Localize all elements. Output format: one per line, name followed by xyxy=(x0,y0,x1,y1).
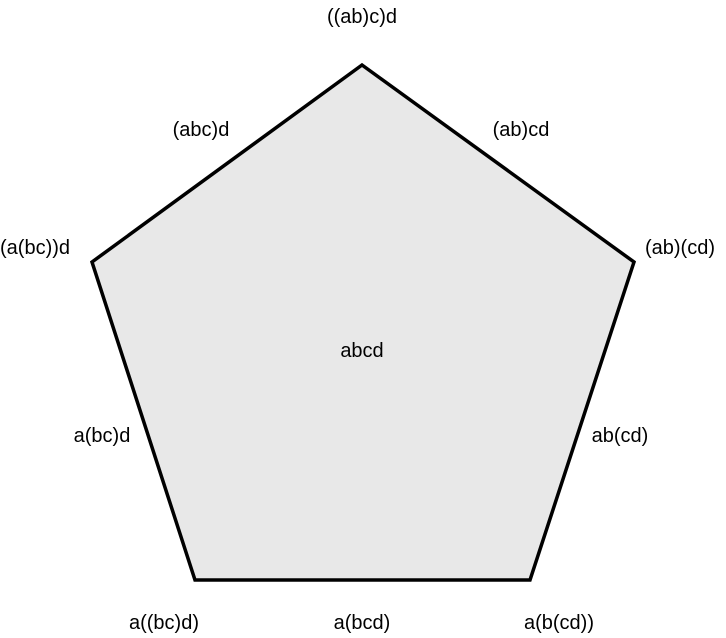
pentagon-face xyxy=(89,62,637,582)
vertex-label-lower-left: a((bc)d) xyxy=(129,612,199,634)
edge-label-right: ab(cd) xyxy=(592,425,649,447)
face-label: abcd xyxy=(340,340,383,362)
vertex-label-lower-right: a(b(cd)) xyxy=(524,612,594,634)
edge-label-bottom: a(bcd) xyxy=(334,612,391,634)
vertex-label-top: ((ab)c)d xyxy=(327,6,397,28)
vertex-label-upper-right: (ab)(cd) xyxy=(645,237,715,259)
edge-label-left: a(bc)d xyxy=(74,425,131,447)
vertex-label-upper-left: (a(bc))d xyxy=(0,237,70,259)
edge-label-top-left: (abc)d xyxy=(173,119,230,141)
edge-label-top-right: (ab)cd xyxy=(493,119,550,141)
